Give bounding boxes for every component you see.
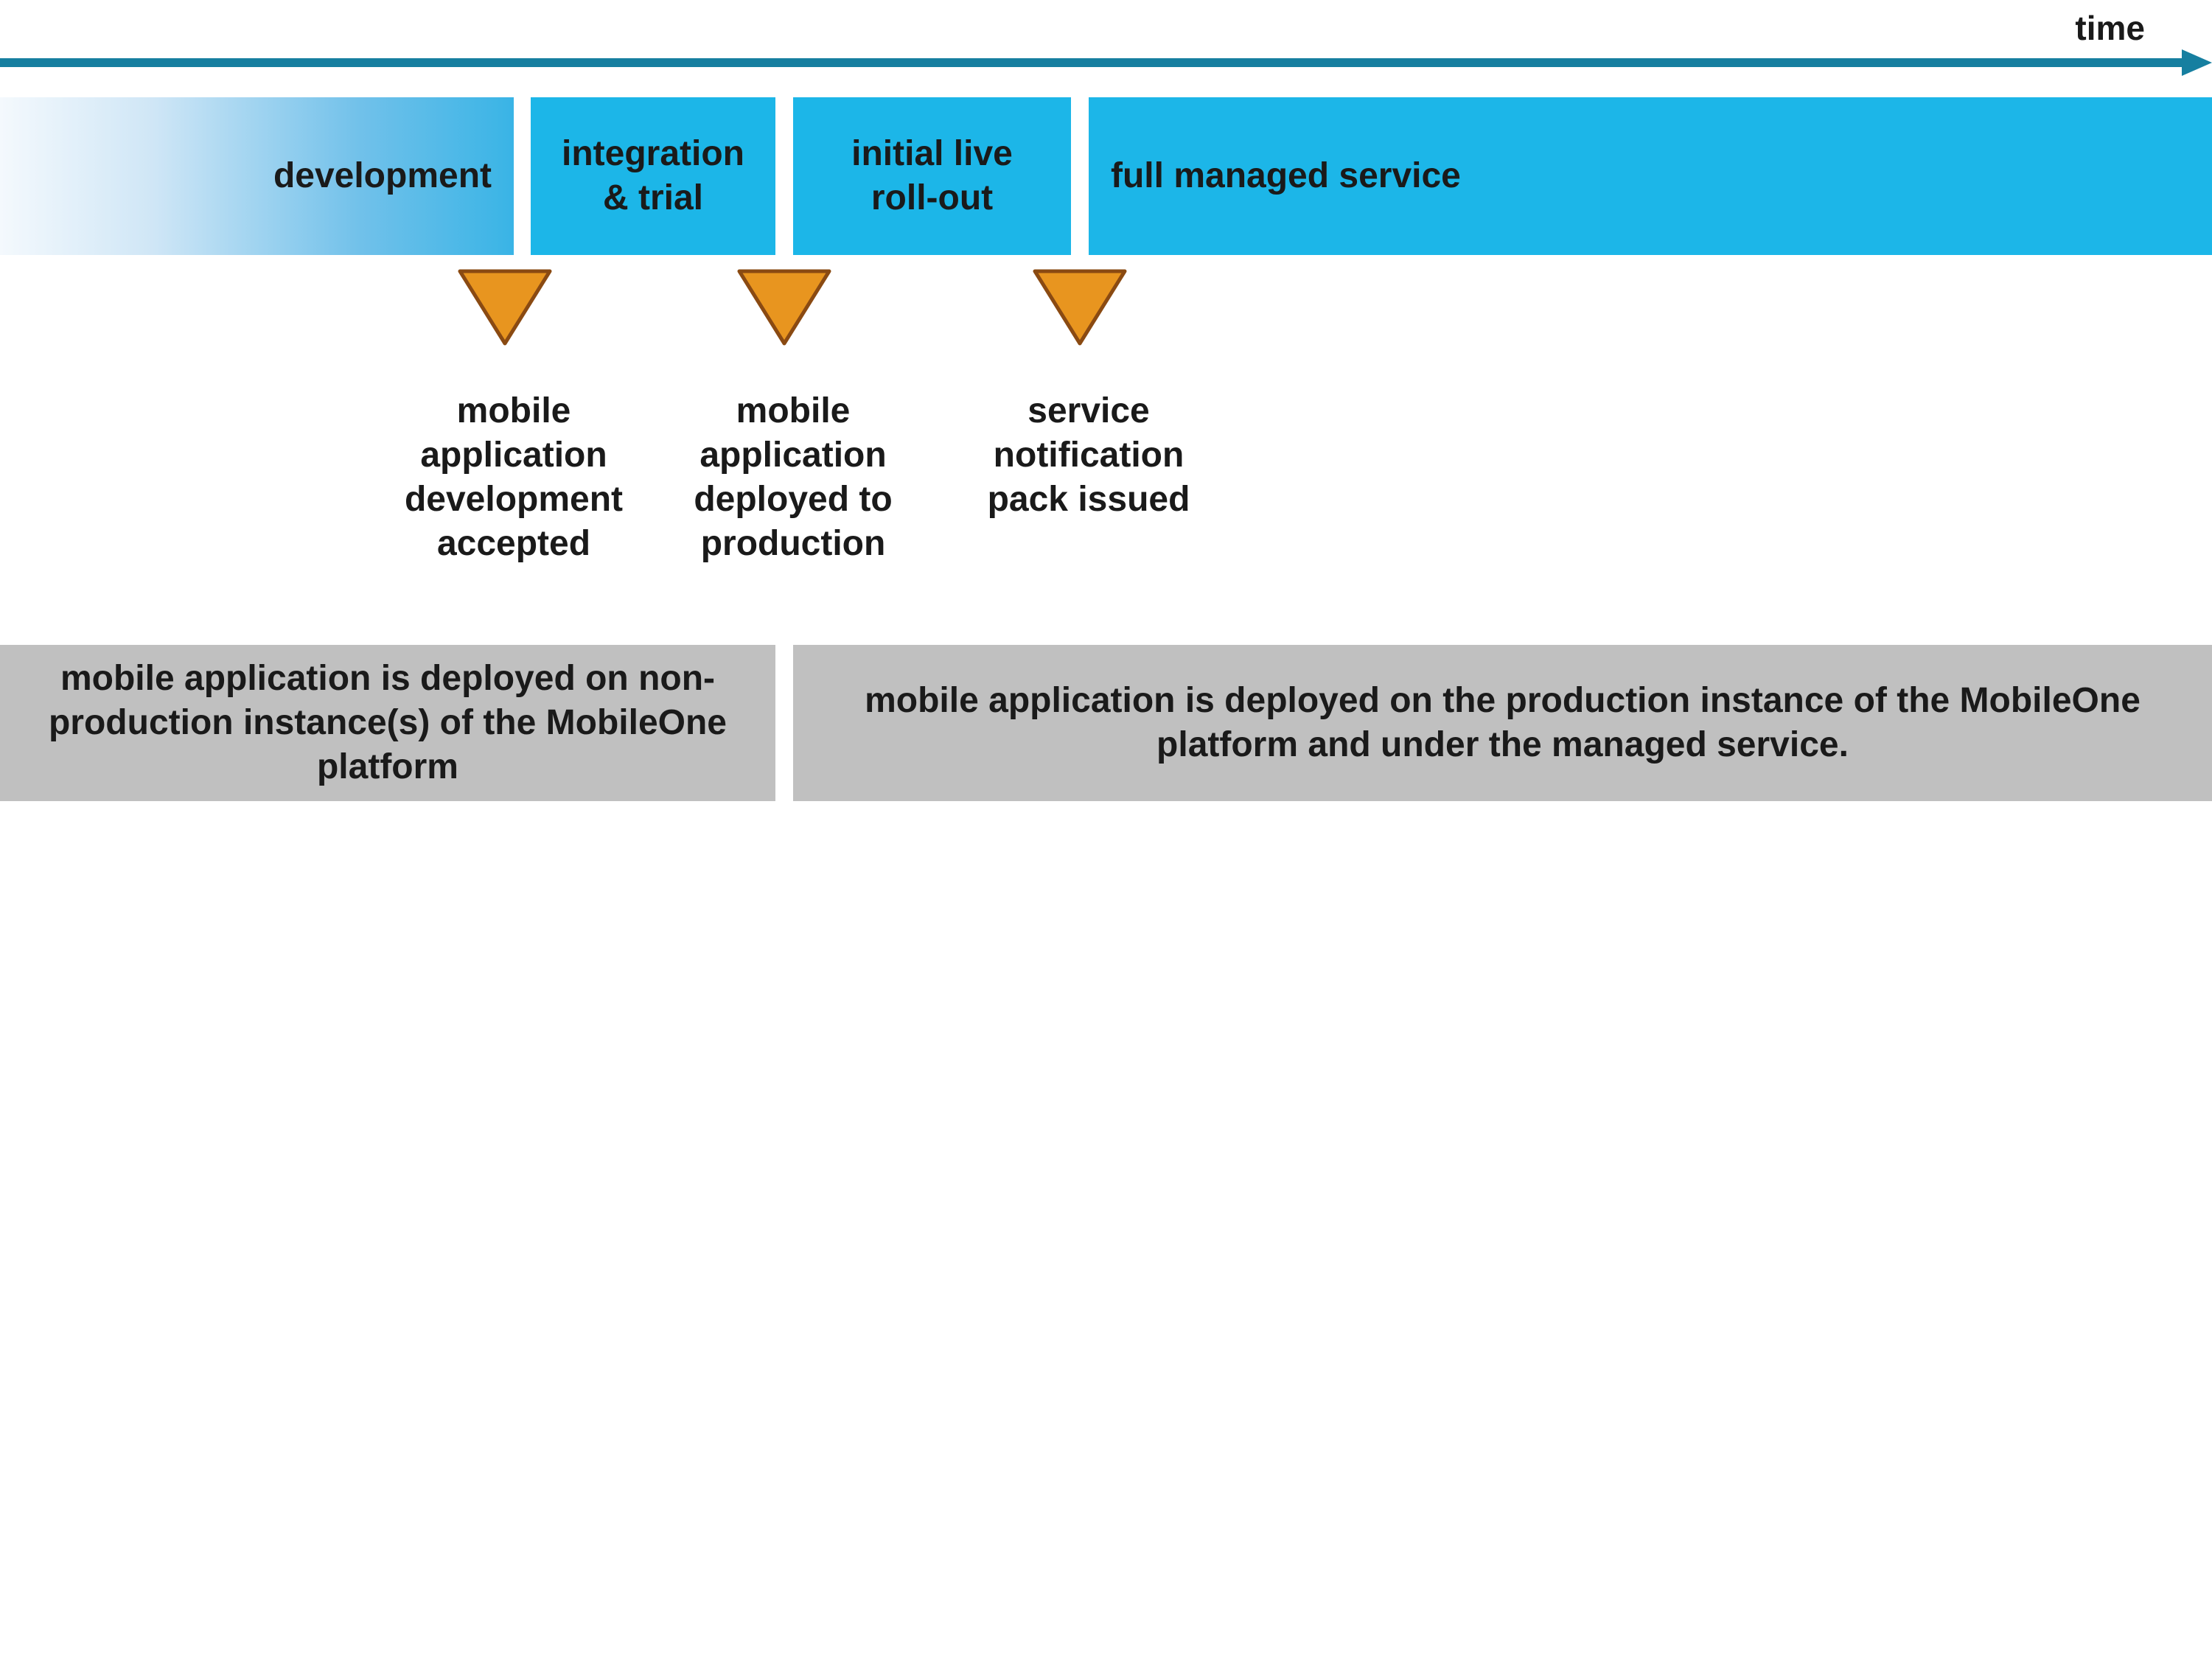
note-non-production-text: mobile application is deployed on non- p… <box>48 659 727 786</box>
note-production-text: mobile application is deployed on the pr… <box>865 681 2141 764</box>
phase-full-managed-service: full managed service <box>1089 97 2212 255</box>
phase-initial-live-rollout: initial live roll-out <box>793 97 1071 255</box>
milestone-marker-service-notification <box>1033 269 1127 346</box>
phase-full-managed-service-label: full managed service <box>1111 156 1461 195</box>
milestone-marker-development-accepted <box>458 269 552 346</box>
milestone-label-development-accepted: mobile application development accepted <box>404 391 624 563</box>
time-axis-label: time <box>2075 9 2145 47</box>
note-non-production-deployment: mobile application is deployed on non- p… <box>0 645 775 801</box>
timeline-arrow-head <box>2182 49 2212 76</box>
phase-integration-trial: integration & trial <box>531 97 775 255</box>
phase-development: development <box>0 97 514 255</box>
milestone-label-deployed-to-production: mobile application deployed to productio… <box>694 391 893 563</box>
phase-initial-live-rollout-label: initial live roll-out <box>851 134 1013 217</box>
milestone-label-service-notification: service notification pack issued <box>987 391 1190 519</box>
timeline-arrow <box>0 49 2212 76</box>
milestone-marker-deployed-to-production <box>737 269 831 346</box>
phase-integration-trial-label: integration & trial <box>562 134 744 217</box>
phase-development-label: development <box>273 156 492 195</box>
note-production-deployment: mobile application is deployed on the pr… <box>793 645 2212 801</box>
